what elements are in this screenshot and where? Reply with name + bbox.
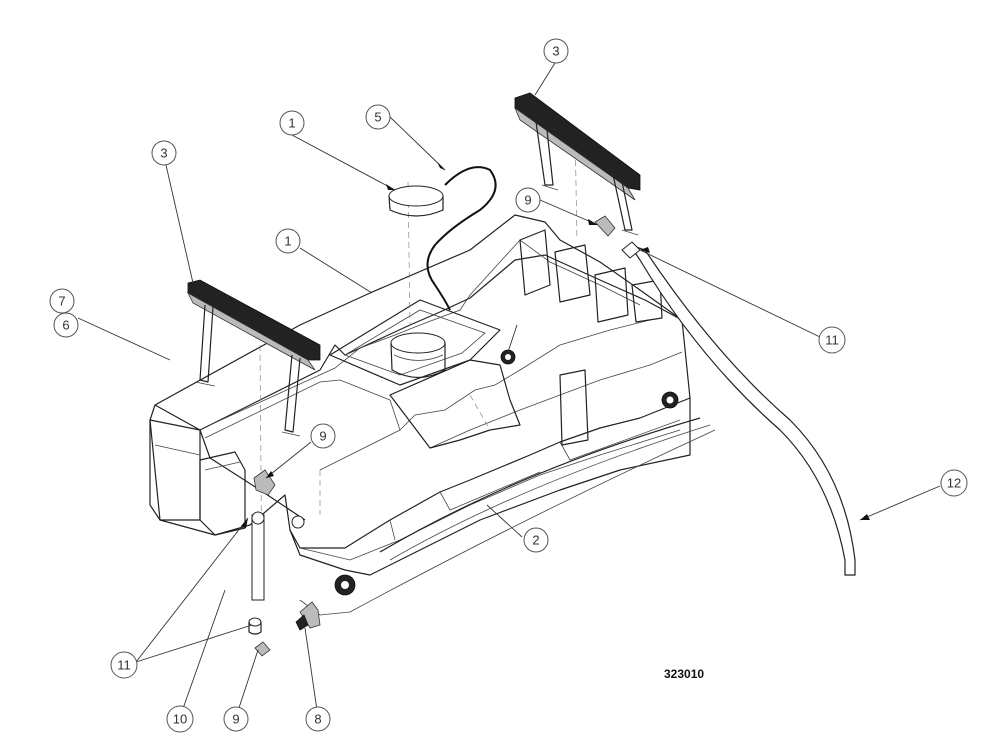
pipe-down-left [251, 511, 265, 601]
filler-ring [388, 185, 444, 217]
bottom-elbow-fitting [295, 601, 321, 631]
callout-3-right: 3 [543, 38, 569, 64]
hose-cable [426, 166, 497, 311]
callout-8: 8 [305, 706, 331, 732]
callout-label: 9 [232, 712, 239, 727]
callout-label: 1 [284, 234, 291, 249]
drawing-number: 323010 [664, 667, 704, 681]
bottom-barb-fitting [254, 641, 271, 657]
port-fitting-center [500, 349, 516, 365]
callout-3-left: 3 [151, 140, 177, 166]
callout-label: 7 [58, 294, 65, 309]
callout-bubbles: 1 5 3 3 1 7 6 9 [49, 38, 968, 733]
elbow-fitting-left [253, 469, 276, 496]
port-fitting-side [661, 391, 679, 409]
callout-11-right: 11 [818, 326, 846, 354]
callout-12: 12 [940, 469, 968, 497]
callout-9-top: 9 [515, 187, 541, 213]
bottom-plug [248, 617, 262, 635]
callout-9-bottom: 9 [223, 706, 249, 732]
fitting-elbow-top [594, 215, 616, 237]
port-fitting-left [291, 515, 305, 529]
callout-label: 3 [552, 44, 559, 59]
callout-5-top: 5 [365, 104, 391, 130]
callout-label: 3 [160, 146, 167, 161]
port-fitting-front [334, 574, 356, 596]
callout-11-bottom: 11 [110, 651, 138, 679]
callout-label: 10 [173, 712, 187, 727]
callout-label: 6 [62, 318, 69, 333]
callout-10: 10 [166, 705, 194, 733]
bracket-left [187, 279, 321, 437]
callout-label: 2 [532, 533, 539, 548]
leader-lines [77, 62, 941, 718]
callout-label: 1 [288, 116, 295, 131]
tank-body [149, 129, 716, 616]
callout-2: 2 [523, 527, 549, 553]
callout-label: 9 [319, 429, 326, 444]
callout-label: 8 [314, 712, 321, 727]
callout-1-top: 1 [279, 110, 305, 136]
callout-label: 11 [117, 658, 131, 673]
callout-label: 9 [524, 193, 531, 208]
callout-7: 7 [49, 288, 75, 314]
bracket-right [514, 92, 641, 236]
callout-6: 6 [53, 312, 79, 338]
drain-tube [628, 243, 856, 576]
callout-label: 5 [374, 110, 381, 125]
callout-label: 11 [825, 333, 839, 348]
callout-1-mid: 1 [275, 228, 301, 254]
callout-9-mid: 9 [310, 423, 336, 449]
callout-label: 12 [947, 476, 961, 491]
